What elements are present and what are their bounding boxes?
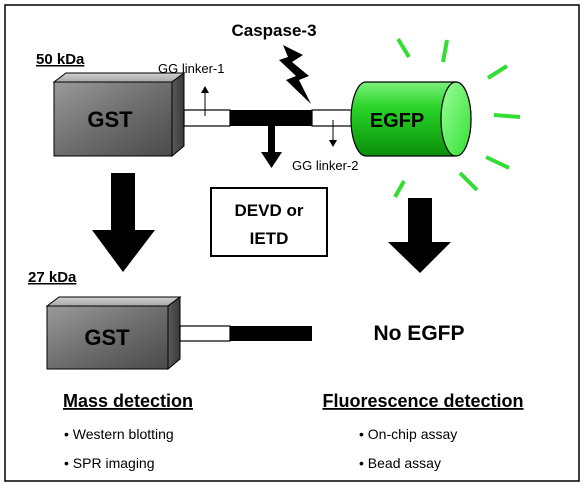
cleaved-segment-bottom xyxy=(230,326,312,341)
substrate-box xyxy=(210,187,328,257)
mass-detection-heading: Mass detection xyxy=(63,391,193,411)
lightning-bolt-icon xyxy=(279,45,311,104)
fluorescence-glow-icon xyxy=(393,37,521,198)
gg-linker-2-segment xyxy=(311,109,353,127)
linker-1-label: GG linker-1 xyxy=(158,61,224,76)
down-arrow-left-icon xyxy=(92,230,155,272)
caspase-label: Caspase-3 xyxy=(231,21,316,40)
linker-2-arrow-icon xyxy=(329,140,337,147)
egfp-cylinder: EGFP xyxy=(350,81,472,157)
gst-box-top: GST xyxy=(52,72,186,158)
cleavage-site-segment xyxy=(230,110,312,126)
substrate-line-1: DEVD or xyxy=(235,201,304,220)
down-arrow-right-icon xyxy=(388,242,451,273)
mass-label-bottom: 27 kDa xyxy=(28,269,77,286)
mass-label-top: 50 kDa xyxy=(36,51,85,68)
gst-box-bottom: GST xyxy=(45,296,182,371)
down-arrow-substrate-icon xyxy=(261,152,282,168)
gst-label-top: GST xyxy=(87,107,133,132)
fluorescence-detection-item-2: • Bead assay xyxy=(359,455,441,471)
no-egfp-label: No EGFP xyxy=(373,322,464,345)
mass-detection-item-2: • SPR imaging xyxy=(64,455,155,471)
fluorescence-detection-heading: Fluorescence detection xyxy=(322,391,523,411)
linker-1-arrow-icon xyxy=(201,86,209,93)
gst-label-bottom: GST xyxy=(84,325,130,350)
mass-detection-item-1: • Western blotting xyxy=(64,426,174,442)
egfp-label: EGFP xyxy=(370,110,424,132)
gg-linker-1-segment xyxy=(183,109,231,127)
fluorescence-detection-item-1: • On-chip assay xyxy=(359,426,457,442)
gg-linker-1-segment-bottom xyxy=(179,325,231,342)
linker-2-label: GG linker-2 xyxy=(292,158,358,173)
substrate-line-2: IETD xyxy=(250,229,289,248)
